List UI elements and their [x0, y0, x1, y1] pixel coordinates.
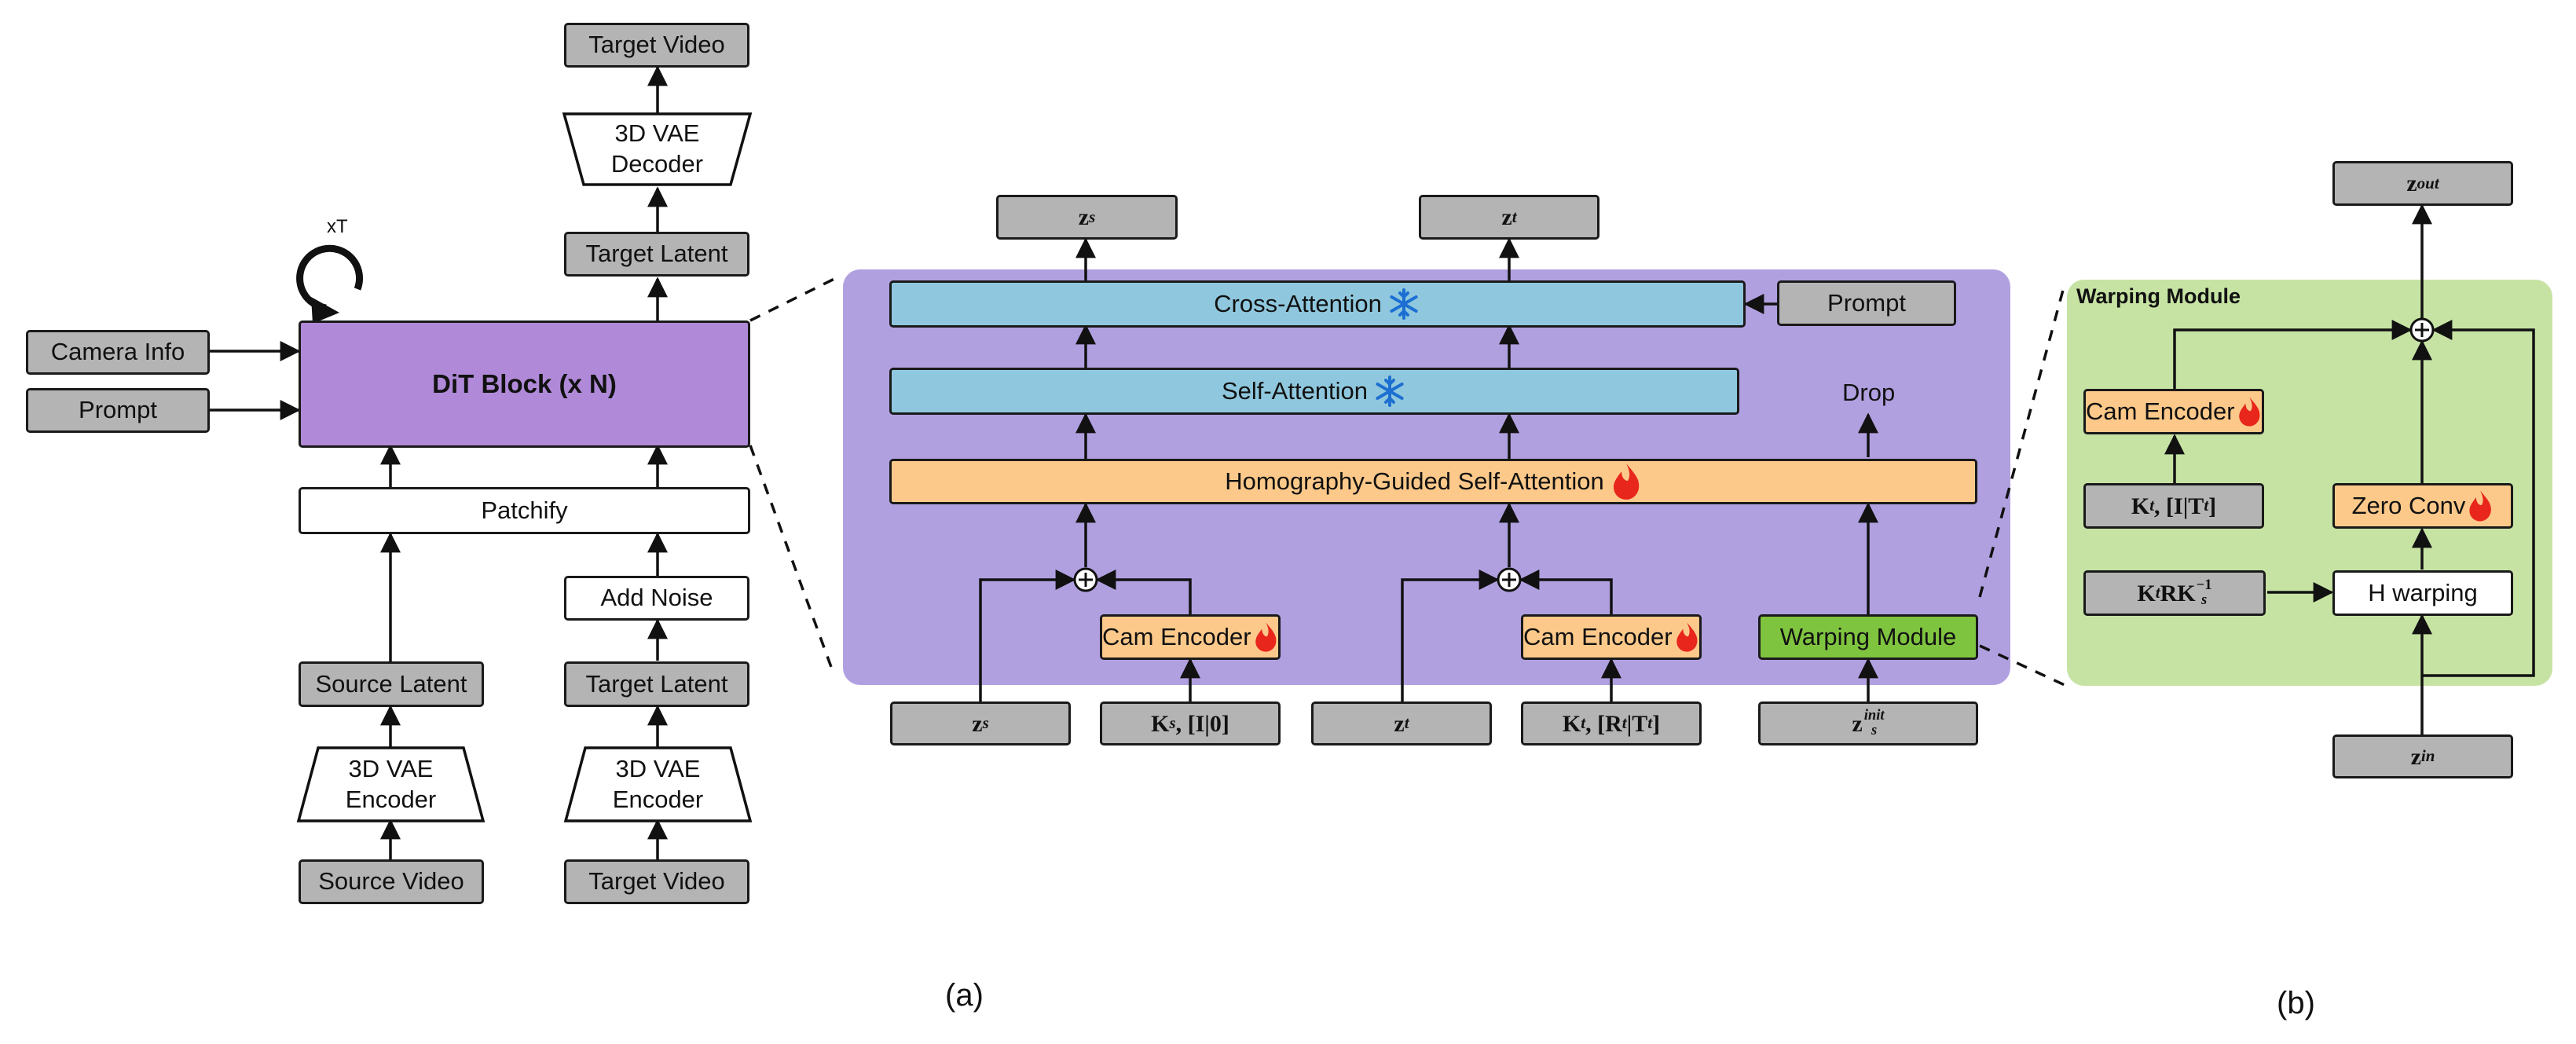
trainable-fire-icon [1676, 622, 1698, 652]
warping-module-title: Warping Module [2076, 284, 2241, 308]
arrow [1095, 570, 1192, 614]
warping-module-panel [2067, 280, 2552, 686]
cam-encoder-warp: Cam Encoder [2083, 389, 2264, 434]
homography-self-attention-block: Homography-Guided Self-Attention [889, 459, 1977, 504]
target-video-input: Target Video [564, 859, 749, 904]
loop-arc [296, 244, 364, 312]
caption-a: (a) [945, 978, 984, 1013]
frozen-snowflake-icon [1390, 288, 1418, 320]
zero-conv-block: Zero Conv [2332, 483, 2513, 529]
vae-encoder-left-shape [296, 746, 486, 822]
add-noise-block: Add Noise [564, 576, 749, 621]
arrow [1401, 570, 1500, 701]
arrow [2173, 320, 2413, 389]
vae-encoder-left: 3D VAE Encoder [345, 754, 437, 813]
caption-b: (b) [2277, 986, 2315, 1020]
arrow [2422, 320, 2535, 677]
cross-attention-block: Cross-Attention [889, 280, 1746, 328]
vae-encoder-right: 3D VAE Encoder [612, 754, 704, 813]
target-video-output: Target Video [564, 23, 749, 68]
warping-module-block: Warping Module [1758, 614, 1978, 660]
trainable-fire-icon [1613, 463, 1640, 500]
zoom-line [1978, 284, 2066, 598]
target-latent-output: Target Latent [564, 232, 749, 277]
loop-label: xT [327, 216, 348, 237]
target-latent-input: Target Latent [564, 661, 749, 707]
source-video-input: Source Video [299, 859, 484, 904]
cam-encoder-2: Cam Encoder [1521, 614, 1702, 660]
cam-encoder-1: Cam Encoder [1100, 614, 1281, 660]
arrow [1519, 570, 1613, 614]
drop-label: Drop [1842, 379, 1896, 406]
h-warping-block: H warping [2332, 570, 2513, 616]
trainable-fire-icon [1255, 622, 1277, 652]
trainable-fire-icon [2469, 490, 2492, 522]
camera-info-input: Camera Info [26, 330, 210, 375]
zoom-line [1979, 644, 2065, 687]
self-attention-block: Self-Attention [889, 368, 1739, 415]
vae-decoder: 3D VAE Decoder [610, 119, 704, 178]
zoom-line [749, 277, 835, 322]
frozen-snowflake-icon [1376, 375, 1404, 407]
dit-block: DiT Block (x N) [299, 321, 750, 448]
trainable-fire-icon [2238, 397, 2260, 427]
prompt-input-cross: Prompt [1777, 280, 1956, 326]
prompt-input: Prompt [26, 388, 210, 433]
arrow [979, 570, 1076, 701]
patchify-block: Patchify [299, 487, 750, 534]
zoom-line [749, 445, 836, 676]
source-latent: Source Latent [299, 661, 484, 707]
vae-encoder-right-shape [563, 746, 753, 822]
loop-arrowhead [311, 297, 339, 324]
vae-decoder-shape [562, 112, 753, 186]
